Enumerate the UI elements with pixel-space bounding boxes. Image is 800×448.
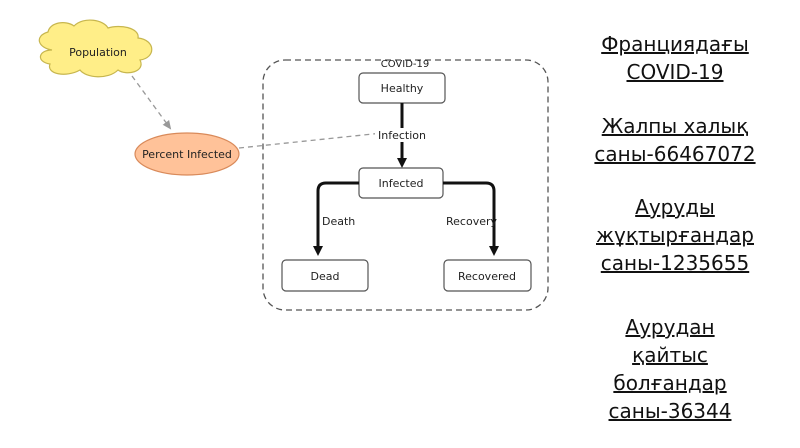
recovered-label: Recovered [458, 270, 516, 283]
stat-block-deaths: Аурудан қайтыс болғандар саны-36344 [565, 313, 775, 425]
infection-label: Infection [378, 129, 426, 142]
stat-infected-line-3: саны-1235655 [600, 251, 750, 275]
percent-infected-node[interactable] [134, 132, 240, 176]
stat-title-line-2: COVID-19 [626, 60, 724, 84]
stat-deaths-line-2: қайтыс [632, 343, 708, 367]
covid-group-box [262, 59, 549, 311]
healthy-label: Healthy [381, 82, 424, 95]
stat-infected-line-2: жұқтырғандар [596, 223, 754, 247]
stat-population-line-1: Жалпы халық [601, 114, 749, 138]
population-cloud[interactable] [38, 19, 153, 78]
stat-deaths-line-3: болғандар [613, 371, 727, 395]
percent-to-infection-link [238, 128, 394, 149]
recovered-node[interactable] [443, 259, 532, 292]
stat-infected-line-1: Ауруды [635, 195, 715, 219]
dead-label: Dead [311, 270, 340, 283]
stat-title-line-1: Франциядағы [601, 32, 749, 56]
stat-block-population: Жалпы халық саны-66467072 [555, 112, 795, 168]
recovery-arrow [443, 181, 499, 256]
stat-block-infected: Ауруды жұқтырғандар саны-1235655 [560, 193, 790, 277]
percent-infected-label: Percent Infected [142, 148, 232, 161]
dead-node[interactable] [281, 259, 369, 292]
stat-population-line-2: саны-66467072 [594, 142, 756, 166]
death-label: Death [322, 215, 355, 228]
population-to-percent-link [131, 75, 172, 130]
population-label: Population [69, 46, 127, 59]
causal-loop-diagram: COVID-19 Population Percent Infected Hea… [38, 19, 549, 311]
death-arrow [313, 181, 359, 256]
stat-deaths-line-4: саны-36344 [608, 399, 732, 423]
infected-label: Infected [379, 177, 424, 190]
stat-block-title: Франциядағы COVID-19 [570, 30, 780, 86]
recovery-label: Recovery [446, 215, 497, 228]
covid-group-title: COVID-19 [381, 59, 430, 70]
stat-deaths-line-1: Аурудан [625, 315, 715, 339]
